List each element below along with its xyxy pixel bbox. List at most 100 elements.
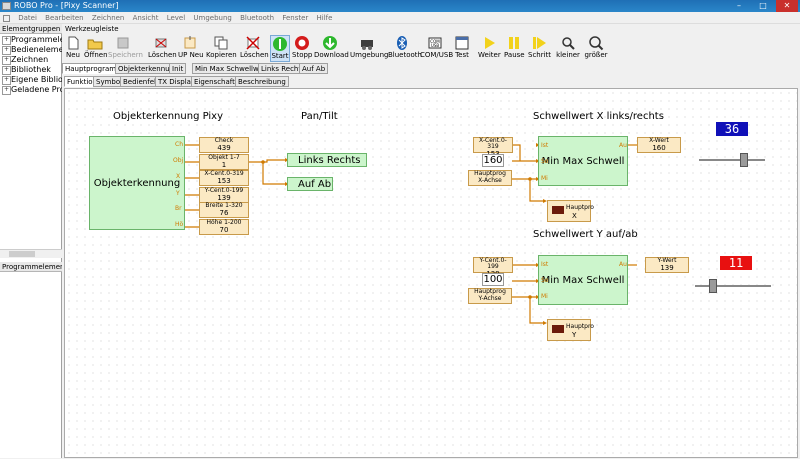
tree-item-zeichnen[interactable]: Zeichnen xyxy=(0,55,62,65)
menu-bar: Datei Bearbeiten Zeichnen Ansicht Level … xyxy=(0,12,800,24)
delete-subprogram-button[interactable]: Löschen xyxy=(148,35,177,62)
zoom-in-button[interactable]: größer xyxy=(584,35,608,62)
port-mi-x: Mi xyxy=(541,175,548,182)
port-au-y: Au xyxy=(619,261,627,268)
wire-layer xyxy=(184,143,637,325)
constant-100[interactable]: 100 xyxy=(482,273,504,286)
menu-level[interactable]: Level xyxy=(166,14,186,22)
menu-bluetooth[interactable]: Bluetooth xyxy=(240,14,275,22)
window-title: ROBO Pro - [Pixy Scanner] xyxy=(14,1,119,10)
menu-bearbeiten[interactable]: Bearbeiten xyxy=(45,14,84,22)
new-subprogram-icon xyxy=(184,36,196,49)
toolbar: Neu Öffnen Speichern Löschen UP Neu Kopi… xyxy=(62,34,800,62)
save-button[interactable]: Speichern xyxy=(108,35,143,62)
document-icon[interactable] xyxy=(3,14,10,22)
start-icon xyxy=(273,37,287,51)
label-schwellwert-x: Schwellwert X links/rechts xyxy=(533,111,664,122)
program-canvas[interactable]: Objekterkennung Pixy Pan/Tilt Schwellwer… xyxy=(64,88,798,458)
menu-fenster[interactable]: Fenster xyxy=(282,14,309,22)
slider-y-thumb[interactable] xyxy=(709,279,717,293)
tree-item-eigene-bibliothek[interactable]: Eigene Biblioth xyxy=(0,75,62,85)
scrollbar-thumb[interactable] xyxy=(9,251,35,257)
zoom-out-icon xyxy=(562,37,575,50)
tab-beschreibung[interactable]: Beschreibung xyxy=(235,76,289,87)
bluetooth-icon xyxy=(397,36,407,50)
close-button[interactable]: ✕ xyxy=(776,0,798,12)
menu-umgebung[interactable]: Umgebung xyxy=(193,14,232,22)
slider-y[interactable] xyxy=(695,279,771,293)
continue-button[interactable]: Weiter xyxy=(478,35,501,62)
port-ist-y: Ist xyxy=(541,261,549,268)
pause-icon xyxy=(509,37,519,49)
hauptprog-y-panel[interactable]: Hauptpro Y xyxy=(547,319,594,341)
open-button[interactable]: Öffnen xyxy=(84,35,108,62)
minimize-button[interactable]: – xyxy=(737,1,741,10)
delete-button[interactable]: Löschen xyxy=(240,35,269,62)
environment-button[interactable]: Umgebung xyxy=(350,35,388,62)
menu-hilfe[interactable]: Hilfe xyxy=(316,14,333,22)
copy-button[interactable]: Kopieren xyxy=(206,35,237,62)
maximize-button[interactable]: □ xyxy=(759,1,767,10)
min-max-schwell-y-block[interactable]: Min Max Schwell xyxy=(538,255,628,305)
environment-icon xyxy=(361,40,373,50)
led-icon xyxy=(552,325,564,333)
folder-icon xyxy=(87,39,103,50)
tree-item-geladene-programme[interactable]: Geladene Prog xyxy=(0,85,62,95)
tab-init[interactable]: Init xyxy=(169,63,187,74)
new-button[interactable]: Neu xyxy=(64,35,82,62)
zoom-out-button[interactable]: kleiner xyxy=(556,35,580,62)
element-tree: Programmelem Bedienelemen Zeichnen Bibli… xyxy=(0,35,62,95)
download-icon xyxy=(323,36,337,50)
subprogram-links-rechts[interactable]: Links Rechts xyxy=(287,153,367,167)
sidebar-scrollbar[interactable] xyxy=(0,249,62,258)
port-so-y: So xyxy=(541,277,549,284)
start-button[interactable]: Start xyxy=(270,35,290,62)
stop-icon xyxy=(295,36,309,50)
download-button[interactable]: Download xyxy=(314,35,349,62)
hauptprog-x-panel[interactable]: Hauptpro X xyxy=(547,200,594,222)
tree-item-bedienelemente[interactable]: Bedienelemen xyxy=(0,45,62,55)
view-tabs: Funktion Symbol Bedienfeld TX Display Ei… xyxy=(64,76,800,87)
objekterkennung-block[interactable]: Objekterkennung xyxy=(89,136,185,230)
program-tabs: Hauptprogramm Objekterkennung Init Min M… xyxy=(62,63,800,74)
label-schwellwert-y: Schwellwert Y auf/ab xyxy=(533,229,638,240)
tree-item-programmelemente[interactable]: Programmelem xyxy=(0,35,62,45)
menu-zeichnen[interactable]: Zeichnen xyxy=(91,14,125,22)
slider-x-thumb[interactable] xyxy=(740,153,748,167)
tree-item-bibliothek[interactable]: Bibliothek xyxy=(0,65,62,75)
bluetooth-button[interactable]: Bluetooth xyxy=(388,35,422,62)
stop-button[interactable]: Stopp xyxy=(292,35,312,62)
subprogram-auf-ab[interactable]: Auf Ab xyxy=(287,177,333,191)
port-so-x: So xyxy=(541,158,549,165)
min-max-schwell-x-block[interactable]: Min Max Schwell xyxy=(538,136,628,186)
new-subprogram-button[interactable]: UP Neu xyxy=(178,35,204,62)
menu-datei[interactable]: Datei xyxy=(18,14,37,22)
led-icon xyxy=(552,206,564,214)
display-x-value: 36 xyxy=(716,122,748,136)
port-obj: Obj xyxy=(173,157,184,164)
title-bar: ROBO Pro - [Pixy Scanner] – □ ✕ xyxy=(0,0,800,12)
test-button[interactable]: Test xyxy=(452,35,472,62)
step-button[interactable]: Schritt xyxy=(528,35,551,62)
constant-160[interactable]: 160 xyxy=(482,154,504,167)
sidebar: Elementgruppen Programmelem Bedienelemen… xyxy=(0,24,62,458)
pause-button[interactable]: Pause xyxy=(504,35,525,62)
tab-auf-ab[interactable]: Auf Ab xyxy=(299,63,329,74)
menu-ansicht[interactable]: Ansicht xyxy=(132,14,159,22)
slider-x[interactable] xyxy=(699,153,765,167)
label-objekterkennung-pixy: Objekterkennung Pixy xyxy=(113,111,224,122)
toolbar-header: Werkzeugleiste xyxy=(62,24,800,34)
